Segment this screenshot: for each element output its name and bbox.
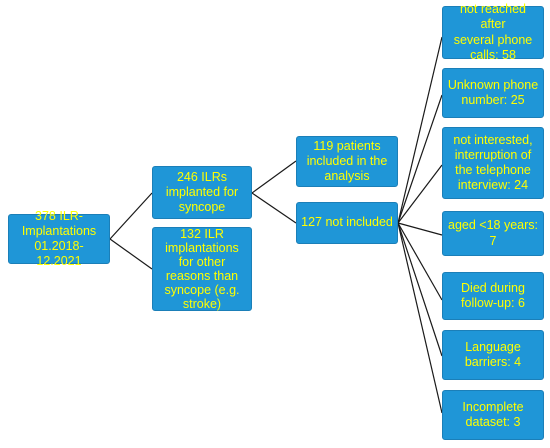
connector-syncope-notincluded (251, 192, 297, 224)
connector-reason-1 (397, 36, 443, 224)
node-syncope: 246 ILRs implanted for syncope (152, 166, 252, 219)
node-reason-incomplete: Incomplete dataset: 3 (442, 390, 544, 440)
connector-reason-6 (397, 222, 443, 357)
node-reason-aged: aged <18 years: 7 (442, 211, 544, 256)
connector-reason-4 (397, 222, 443, 236)
node-reason-language: Language barriers: 4 (442, 330, 544, 380)
node-reason-not-interested: not interested, interruption of the tele… (442, 127, 544, 199)
connector-reason-2 (397, 94, 443, 224)
node-root: 378 ILR- Implantations 01.2018-12.2021 (8, 209, 110, 268)
connector-root-syncope (109, 192, 153, 240)
connector-reason-7 (397, 222, 443, 414)
connector-reason-5 (397, 222, 443, 301)
connector-root-other (109, 238, 153, 270)
node-included: 119 patients included in the analysis (296, 136, 398, 187)
node-reason-not-reached: not reached after several phone calls: 5… (442, 2, 544, 62)
node-other-reasons: 132 ILR implantations for other reasons … (152, 227, 252, 311)
node-not-included: 127 not included (296, 202, 398, 244)
node-reason-died: Died during follow-up: 6 (442, 272, 544, 320)
node-reason-unknown-number: Unknown phone number: 25 (442, 68, 544, 118)
connector-syncope-included (251, 160, 297, 194)
connector-reason-3 (397, 164, 443, 224)
